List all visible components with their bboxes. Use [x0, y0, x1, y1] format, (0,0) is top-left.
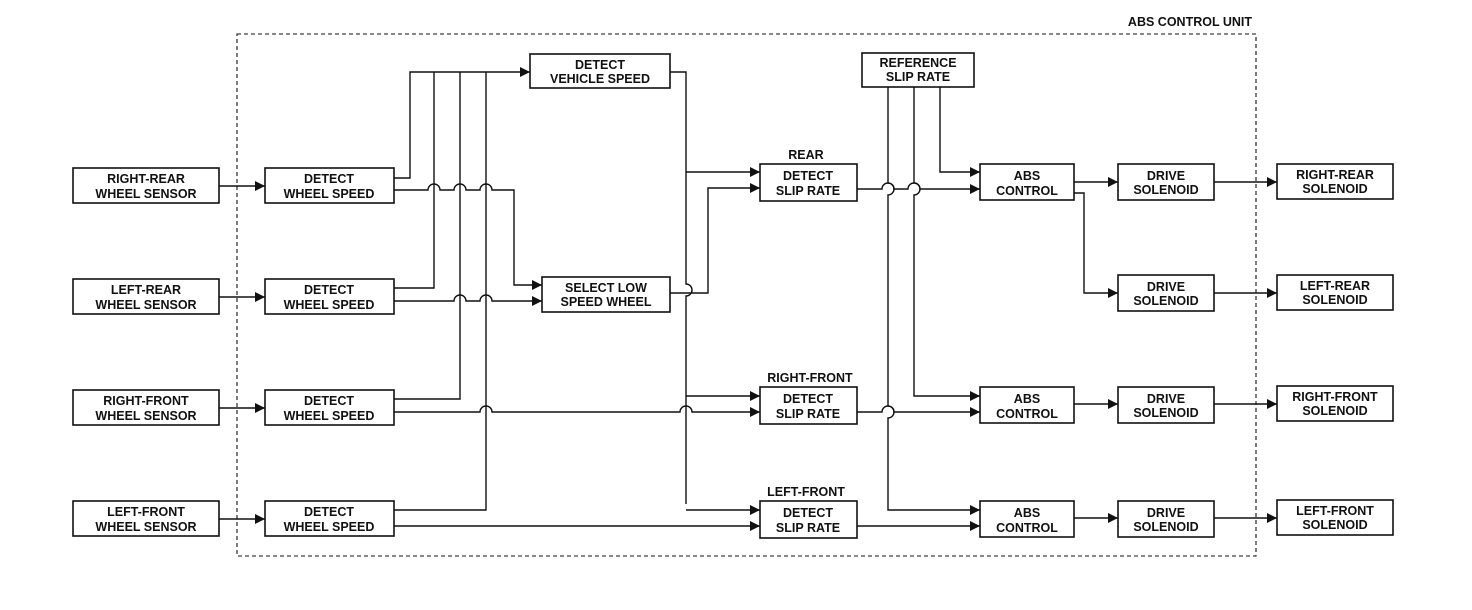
wire-ref-to-abs-lf	[887, 87, 980, 515]
svg-text:DRIVE: DRIVE	[1147, 280, 1185, 294]
wire-rr-to-select-low	[394, 183, 542, 290]
detect-slip-rate-right-front: DETECT SLIP RATE	[759, 386, 858, 425]
svg-text:DETECT: DETECT	[304, 505, 354, 519]
wire-lf-to-bus	[394, 72, 487, 511]
abs-control-rear: ABS CONTROL	[979, 163, 1075, 201]
svg-text:ABS: ABS	[1014, 169, 1040, 183]
wire-abs-rear-to-drive-lr	[1074, 192, 1118, 298]
detect-wheel-speed-rf: DETECT WHEEL SPEED	[264, 389, 395, 426]
svg-text:DETECT: DETECT	[575, 58, 625, 72]
svg-text:SLIP RATE: SLIP RATE	[776, 521, 840, 535]
wire-rf-slip-to-abs	[857, 405, 980, 417]
svg-text:DETECT: DETECT	[783, 169, 833, 183]
svg-text:SOLENOID: SOLENOID	[1302, 404, 1367, 418]
svg-text:DRIVE: DRIVE	[1147, 169, 1185, 183]
right-front-solenoid: RIGHT-FRONT SOLENOID	[1276, 385, 1394, 422]
svg-text:WHEEL SENSOR: WHEEL SENSOR	[95, 520, 196, 534]
wire-ref-to-abs-rf	[913, 87, 980, 401]
svg-text:CONTROL: CONTROL	[996, 407, 1058, 421]
svg-text:LEFT-REAR: LEFT-REAR	[111, 283, 181, 297]
svg-text:WHEEL SENSOR: WHEEL SENSOR	[95, 298, 196, 312]
wire-select-low-to-rear-slip	[670, 183, 760, 294]
svg-text:SOLENOID: SOLENOID	[1133, 294, 1198, 308]
svg-text:CONTROL: CONTROL	[996, 521, 1058, 535]
right-rear-solenoid: RIGHT-REAR SOLENOID	[1276, 163, 1394, 200]
wire-lr-to-bus	[394, 72, 435, 289]
svg-text:RIGHT-FRONT: RIGHT-FRONT	[1292, 390, 1378, 404]
wire-vehicle-speed-down	[670, 71, 693, 504]
abs-control-right-front: ABS CONTROL	[979, 386, 1075, 424]
svg-text:LEFT-FRONT: LEFT-FRONT	[107, 505, 185, 519]
left-front-wheel-sensor: LEFT-FRONT WHEEL SENSOR	[72, 500, 220, 537]
reference-slip-rate: REFERENCE SLIP RATE	[861, 52, 975, 88]
left-rear-wheel-sensor: LEFT-REAR WHEEL SENSOR	[72, 278, 220, 315]
select-low-speed-wheel: SELECT LOW SPEED WHEEL	[541, 276, 671, 313]
detect-wheel-speed-lr: DETECT WHEEL SPEED	[264, 278, 395, 315]
svg-text:REFERENCE: REFERENCE	[879, 56, 956, 70]
svg-text:DETECT: DETECT	[783, 506, 833, 520]
left-rear-solenoid: LEFT-REAR SOLENOID	[1276, 274, 1394, 311]
svg-text:SLIP RATE: SLIP RATE	[776, 407, 840, 421]
svg-text:DETECT: DETECT	[783, 392, 833, 406]
connection-wires	[219, 67, 1277, 531]
svg-text:DETECT: DETECT	[304, 283, 354, 297]
svg-text:WHEEL SPEED: WHEEL SPEED	[284, 298, 375, 312]
svg-text:WHEEL SENSOR: WHEEL SENSOR	[95, 187, 196, 201]
wire-ref-to-abs-rear	[939, 87, 980, 177]
wire-rf-to-slip-rate	[394, 405, 760, 417]
right-front-label: RIGHT-FRONT	[767, 371, 853, 385]
svg-text:VEHICLE SPEED: VEHICLE SPEED	[550, 72, 650, 86]
wire-lr-to-select-low	[394, 294, 542, 306]
left-front-solenoid: LEFT-FRONT SOLENOID	[1276, 499, 1394, 536]
svg-text:ABS: ABS	[1014, 506, 1040, 520]
wire-rf-to-bus	[394, 72, 461, 400]
right-rear-wheel-sensor: RIGHT-REAR WHEEL SENSOR	[72, 167, 220, 204]
svg-text:LEFT-FRONT: LEFT-FRONT	[1296, 504, 1374, 518]
left-front-label: LEFT-FRONT	[767, 485, 845, 499]
svg-text:DETECT: DETECT	[304, 394, 354, 408]
svg-text:SOLENOID: SOLENOID	[1133, 406, 1198, 420]
svg-text:RIGHT-FRONT: RIGHT-FRONT	[103, 394, 189, 408]
abs-control-unit-label: ABS CONTROL UNIT	[1128, 15, 1252, 29]
drive-solenoid-rr: DRIVE SOLENOID	[1117, 163, 1215, 201]
svg-text:RIGHT-REAR: RIGHT-REAR	[1296, 168, 1374, 182]
detect-wheel-speed-rr: DETECT WHEEL SPEED	[264, 167, 395, 204]
svg-text:DRIVE: DRIVE	[1147, 506, 1185, 520]
svg-text:WHEEL SPEED: WHEEL SPEED	[284, 409, 375, 423]
svg-text:SOLENOID: SOLENOID	[1133, 183, 1198, 197]
drive-solenoid-lf: DRIVE SOLENOID	[1117, 500, 1215, 538]
svg-text:SLIP RATE: SLIP RATE	[776, 184, 840, 198]
rear-label: REAR	[788, 148, 823, 162]
svg-text:RIGHT-REAR: RIGHT-REAR	[107, 172, 185, 186]
svg-text:WHEEL SPEED: WHEEL SPEED	[284, 520, 375, 534]
wire-rr-to-vehicle-speed	[394, 67, 530, 179]
svg-text:LEFT-REAR: LEFT-REAR	[1300, 279, 1370, 293]
svg-text:WHEEL SENSOR: WHEEL SENSOR	[95, 409, 196, 423]
abs-control-unit-boundary	[236, 33, 1257, 557]
detect-vehicle-speed: DETECT VEHICLE SPEED	[529, 53, 671, 89]
detect-slip-rate-rear: DETECT SLIP RATE	[759, 163, 858, 202]
svg-text:ABS: ABS	[1014, 392, 1040, 406]
detect-wheel-speed-lf: DETECT WHEEL SPEED	[264, 500, 395, 537]
svg-text:SOLENOID: SOLENOID	[1302, 518, 1367, 532]
svg-text:SPEED WHEEL: SPEED WHEEL	[561, 295, 652, 309]
svg-text:SLIP RATE: SLIP RATE	[886, 70, 950, 84]
svg-text:SOLENOID: SOLENOID	[1302, 182, 1367, 196]
svg-text:CONTROL: CONTROL	[996, 184, 1058, 198]
svg-text:SELECT LOW: SELECT LOW	[565, 281, 647, 295]
svg-text:WHEEL SPEED: WHEEL SPEED	[284, 187, 375, 201]
svg-text:SOLENOID: SOLENOID	[1302, 293, 1367, 307]
drive-solenoid-lr: DRIVE SOLENOID	[1117, 274, 1215, 312]
right-front-wheel-sensor: RIGHT-FRONT WHEEL SENSOR	[72, 389, 220, 426]
svg-text:DETECT: DETECT	[304, 172, 354, 186]
drive-solenoid-rf: DRIVE SOLENOID	[1117, 386, 1215, 424]
svg-text:DRIVE: DRIVE	[1147, 392, 1185, 406]
svg-text:SOLENOID: SOLENOID	[1133, 520, 1198, 534]
detect-slip-rate-left-front: DETECT SLIP RATE	[759, 500, 858, 539]
abs-control-left-front: ABS CONTROL	[979, 500, 1075, 538]
